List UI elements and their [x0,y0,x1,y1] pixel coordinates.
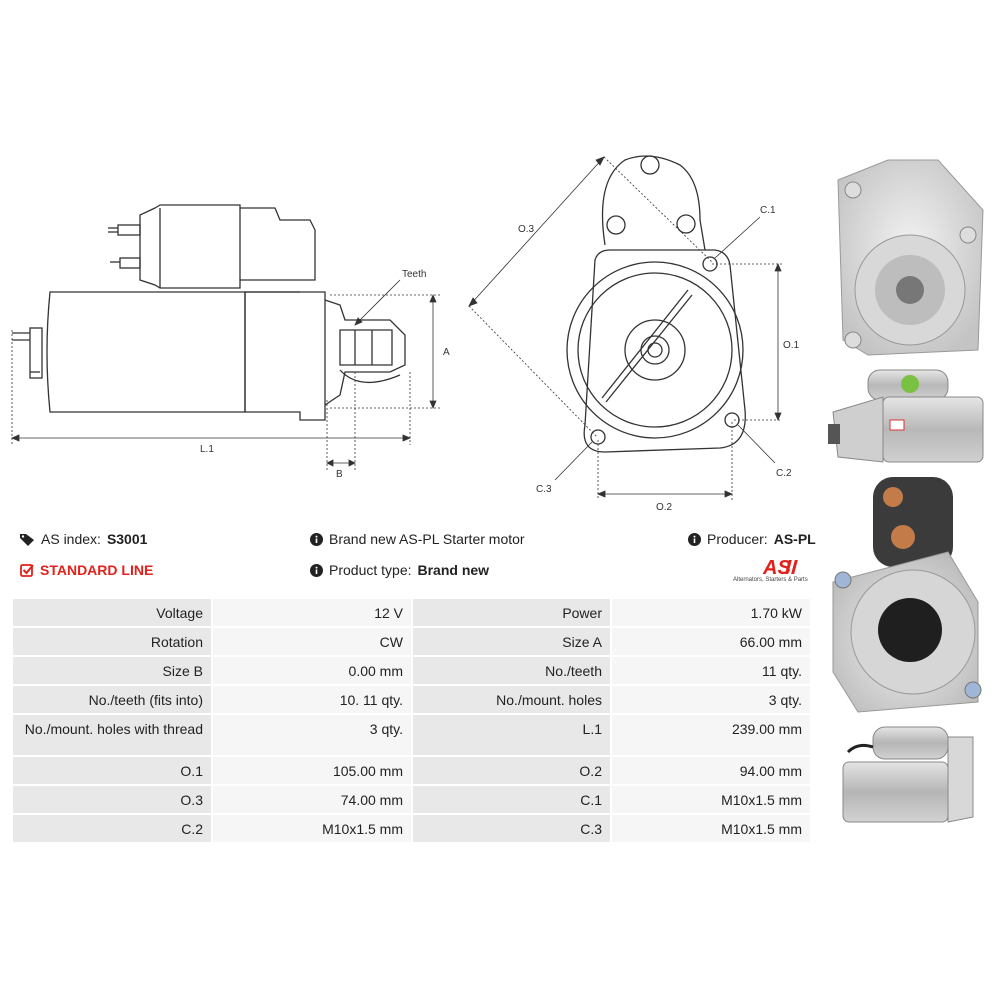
dim-b-label: B [336,469,343,480]
spec-value: M10x1.5 mm [610,784,812,815]
dim-l1-label: L.1 [200,444,214,455]
dim-c2-label: C.2 [776,468,792,479]
svg-text:AS: AS [762,557,791,579]
spec-value: 66.00 mm [610,626,812,657]
spec-value: 1.70 kW [610,597,812,628]
spec-value: 10. 11 qty. [211,684,413,715]
spec-value: 74.00 mm [211,784,413,815]
front-view-diagram: O.3 O.1 O.2 C.1 C.2 C.3 [468,155,800,513]
table-row: No./teeth (fits into)10. 11 qty.No./moun… [11,684,812,715]
description-row: Brand new AS-PL Starter motor [310,531,525,547]
spec-value: 12 V [211,597,413,628]
producer-row: Producer: AS-PL [688,531,816,547]
as-index-row: AS index: S3001 [20,531,147,547]
dim-c1-label: C.1 [760,205,776,216]
info-icon [310,563,323,577]
dim-c3-label: C.3 [536,484,552,495]
product-type-row: Product type: Brand new [310,562,489,578]
spec-value: CW [211,626,413,657]
dim-o1-label: O.1 [783,340,800,351]
description-text: Brand new AS-PL Starter motor [329,531,525,547]
spec-value: 0.00 mm [211,655,413,686]
spec-label: C.2 [11,813,213,844]
product-photo-front [837,159,984,356]
product-type-value: Brand new [417,562,490,578]
info-icon [310,532,323,546]
info-icon [688,532,701,546]
as-pl-logo-mark: AS [762,557,798,579]
spec-value: M10x1.5 mm [211,813,413,844]
product-photo-side-2 [842,726,974,823]
spec-label: O.3 [11,784,213,815]
standard-line-row: STANDARD LINE [20,562,153,578]
side-view-diagram: Teeth A B L.1 [10,204,450,480]
producer-label: Producer: [707,531,768,547]
spec-label: O.1 [11,755,213,786]
tag-icon [20,533,34,546]
spec-label: O.2 [411,755,612,786]
spec-label: Rotation [11,626,213,657]
spec-value: 3 qty. [610,684,812,715]
as-index-label: AS index: [41,531,101,547]
spec-value: M10x1.5 mm [610,813,812,844]
spec-label: Power [411,597,612,628]
spec-label: C.1 [411,784,612,815]
product-photo-side [828,369,984,463]
as-pl-logo: AS Alternators, Starters & Parts [733,552,813,586]
standard-line-label: STANDARD LINE [40,562,154,578]
spec-label: No./mount. holes with thread [11,713,213,757]
producer-value: AS-PL [773,531,816,547]
spec-label: Size B [11,655,213,686]
spec-value: 239.00 mm [610,713,812,757]
spec-value: 94.00 mm [610,755,812,786]
spec-label: No./mount. holes [411,684,612,715]
product-photo-rear [832,477,982,713]
dim-o2-label: O.2 [656,502,673,513]
spec-label: Voltage [11,597,213,628]
spec-label: No./teeth [411,655,612,686]
dim-o3-label: O.3 [518,224,535,235]
spec-value: 3 qty. [211,713,413,757]
as-index-value: S3001 [106,531,148,547]
teeth-label: Teeth [402,269,426,280]
checkbox-icon [20,564,34,577]
dim-a-label: A [443,347,450,358]
product-type-label: Product type: [329,562,412,578]
logo-tagline: Alternators, Starters & Parts [733,577,808,583]
spec-label: Size A [411,626,612,657]
spec-label: No./teeth (fits into) [11,684,213,715]
spec-label: C.3 [411,813,612,844]
spec-value: 105.00 mm [211,755,413,786]
spec-value: 11 qty. [610,655,812,686]
spec-label: L.1 [411,713,612,757]
